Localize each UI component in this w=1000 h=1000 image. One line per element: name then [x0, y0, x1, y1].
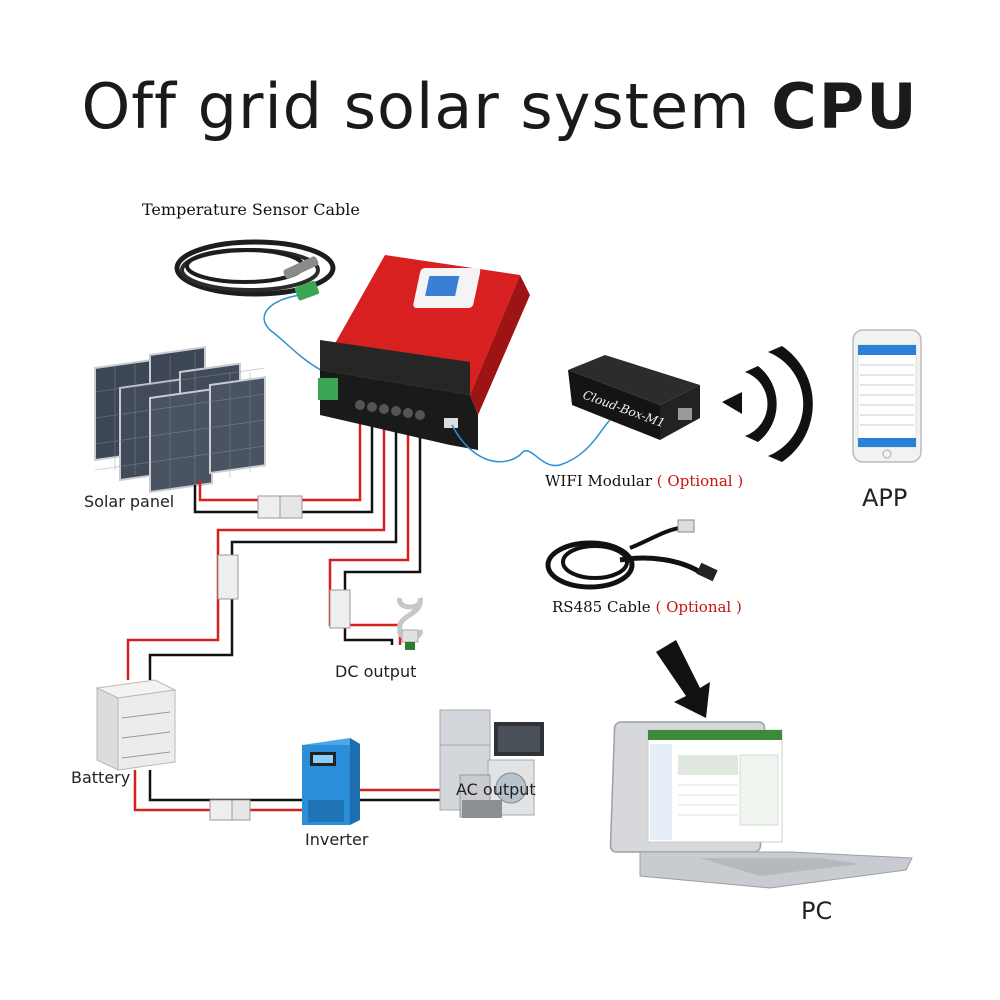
phone-icon — [852, 329, 922, 463]
rs485-optional-text: ( Optional ) — [655, 598, 742, 616]
wifi-signal-icon — [722, 346, 813, 462]
rs485-cable — [545, 519, 718, 590]
communication-cable — [451, 419, 611, 467]
arrow-down-icon — [656, 640, 710, 718]
battery-icon — [95, 679, 177, 771]
battery-label: Battery — [71, 768, 131, 787]
title-main: Off grid solar system — [81, 70, 751, 143]
wifi-optional-text: ( Optional ) — [656, 472, 744, 490]
title-emphasis: CPU — [771, 70, 919, 143]
temperature-sensor-label: Temperature Sensor Cable — [142, 200, 360, 219]
bulb-icon — [397, 597, 423, 650]
appliances-icon — [439, 709, 544, 818]
wifi-module-label: WIFI Modular ( Optional ) — [545, 472, 743, 490]
solar-panels — [94, 346, 266, 494]
wifi-module: Cloud-Box-M1 — [568, 355, 700, 440]
temperature-sensor-cable — [174, 239, 336, 376]
dc-output-label: DC output — [335, 662, 417, 681]
solar-panel-label: Solar panel — [84, 492, 175, 511]
inverter-icon — [302, 738, 360, 825]
ac-output-label: AC output — [456, 780, 536, 799]
wifi-module-text: WIFI Modular — [545, 472, 653, 490]
laptop-icon — [609, 721, 913, 889]
rs485-cable-label: RS485 Cable ( Optional ) — [552, 598, 742, 616]
page-title: Off grid solar system CPU — [0, 70, 1000, 143]
app-label: APP — [862, 484, 908, 512]
pc-label: PC — [801, 897, 833, 925]
circuit-breakers — [209, 495, 351, 821]
solar-controller — [318, 255, 530, 450]
inverter-label: Inverter — [305, 830, 369, 849]
rs485-text: RS485 Cable — [552, 598, 651, 616]
